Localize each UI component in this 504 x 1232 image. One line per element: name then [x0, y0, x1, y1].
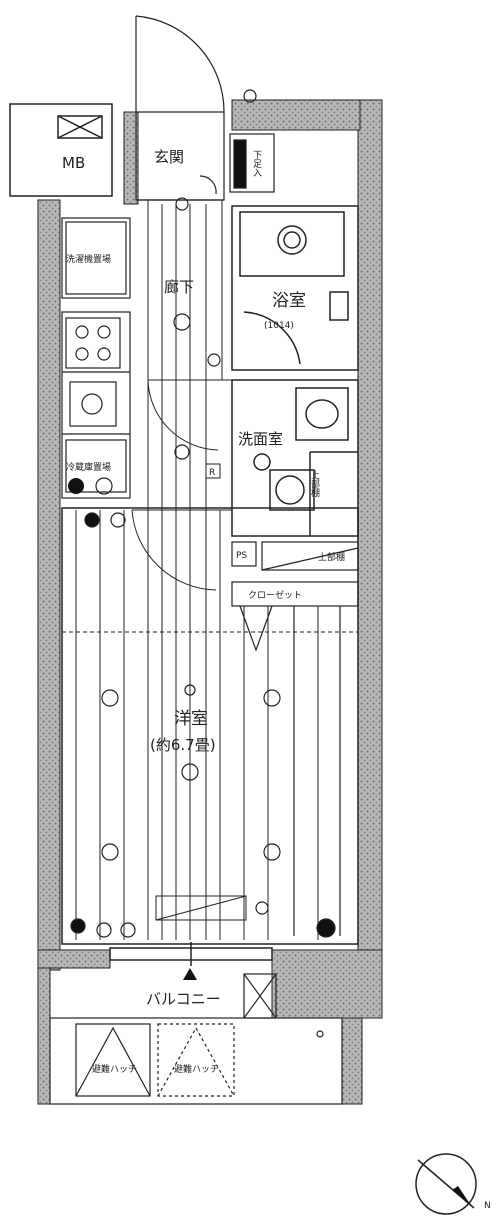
entrance [135, 15, 225, 201]
hatch1-label: 避難ハッチ [92, 1063, 137, 1075]
main-room [61, 507, 359, 945]
upper-shelf-label: 上部棚 [309, 470, 320, 498]
hatch2-label: 避難ハッチ [174, 1063, 219, 1075]
room-label: 洋室 [174, 709, 208, 729]
mb-closet [9, 103, 113, 197]
north-label: N [484, 1201, 491, 1211]
corridor [131, 200, 232, 940]
shoe-cabinet [229, 133, 275, 193]
balcony-left-wall [37, 967, 51, 1105]
room-size: (約6.7畳) [150, 736, 216, 754]
laundry-label: 洗濯機置場 [66, 253, 111, 265]
entry-wall-left [123, 111, 139, 205]
bathroom [231, 205, 359, 371]
corridor-label: 廊下 [164, 278, 194, 296]
fridge-label: 冷蔵庫置場 [66, 461, 111, 473]
closet-label: クローゼット [248, 589, 302, 601]
bath-label: 浴室 [272, 291, 306, 311]
upper-shelf2-label: 上部棚 [318, 551, 345, 563]
balcony [49, 973, 343, 1105]
balcony-right-wall [341, 1017, 363, 1105]
fridge-mark: R [209, 468, 215, 478]
washroom [231, 379, 359, 537]
bottom-wall-left [37, 949, 111, 969]
balcony-window [109, 942, 273, 966]
storage-area [231, 541, 359, 936]
right-wall [357, 99, 383, 1019]
room-fixtures [70, 89, 336, 938]
left-wall [37, 199, 61, 971]
ps-label: PS [236, 551, 247, 561]
top-wall-right [231, 99, 361, 131]
bath-size: (1014) [264, 321, 294, 331]
mb-label: MB [62, 154, 85, 172]
fridge-mark-box [205, 463, 221, 479]
balcony-label: バルコニー [146, 990, 221, 1008]
exterior-walls [37, 99, 383, 1105]
shoe-cabinet-label: 下足入 [251, 150, 262, 177]
kitchen [61, 311, 131, 499]
entry-arrow [183, 968, 197, 980]
bottom-wall-right [271, 949, 383, 1019]
genkan-label: 玄関 [154, 148, 184, 166]
washroom-label: 洗面室 [238, 430, 283, 448]
laundry-area [61, 217, 131, 299]
north-compass-icon [415, 1153, 477, 1215]
